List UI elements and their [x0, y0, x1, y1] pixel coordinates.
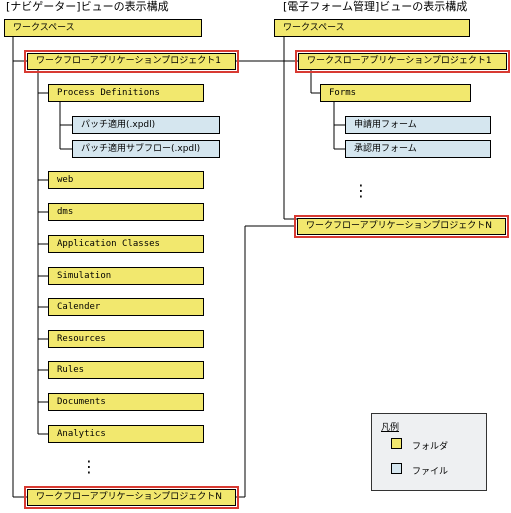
application-form-file[interactable]: 申請用フォーム	[345, 116, 491, 134]
left-workspace-folder[interactable]: ワークスペース	[4, 19, 202, 37]
eform-view-title: [電子フォーム管理]ビューの表示構成	[283, 0, 468, 13]
navigator-view-title: [ナビゲーター]ビューの表示構成	[6, 0, 169, 13]
forms-folder[interactable]: Forms	[320, 84, 471, 102]
rules-folder[interactable]: Rules	[48, 361, 204, 379]
left-project-1-folder[interactable]: ワークフローアプリケーションプロジェクト1	[24, 50, 239, 73]
left-more-ellipsis: ⋮	[81, 457, 97, 476]
web-folder[interactable]: web	[48, 171, 204, 189]
legend-title: 凡例	[381, 423, 400, 433]
right-project-1-folder[interactable]: ワークスローアプリケーションプロジェクト1	[295, 50, 510, 73]
dms-folder[interactable]: dms	[48, 203, 204, 221]
simulation-folder[interactable]: Simulation	[48, 267, 204, 285]
application-classes-folder[interactable]: Application Classes	[48, 235, 204, 253]
patch-xpdl-file[interactable]: パッチ適用(.xpdl)	[72, 116, 220, 134]
legend-folder-label: フォルダ	[412, 442, 449, 452]
approval-form-file[interactable]: 承認用フォーム	[345, 140, 491, 158]
analytics-folder[interactable]: Analytics	[48, 425, 204, 443]
left-project-n-folder[interactable]: ワークフローアプリケーションプロジェクトN	[24, 486, 239, 509]
calender-folder[interactable]: Calender	[48, 298, 204, 316]
file-swatch-icon	[391, 463, 402, 474]
resources-folder[interactable]: Resources	[48, 330, 204, 348]
right-workspace-folder[interactable]: ワークスペース	[274, 19, 470, 37]
patch-subflow-xpdl-file[interactable]: パッチ適用サブフロー(.xpdl)	[72, 140, 220, 158]
process-definitions-folder[interactable]: Process Definitions	[48, 84, 204, 102]
right-more-ellipsis: ⋮	[353, 181, 369, 200]
legend-file-label: ファイル	[412, 467, 449, 477]
documents-folder[interactable]: Documents	[48, 393, 204, 411]
folder-swatch-icon	[391, 438, 402, 449]
legend-panel: 凡例 フォルダ ファイル	[371, 413, 487, 491]
right-project-n-folder[interactable]: ワークフローアプリケーションプロジェクトN	[294, 215, 509, 238]
